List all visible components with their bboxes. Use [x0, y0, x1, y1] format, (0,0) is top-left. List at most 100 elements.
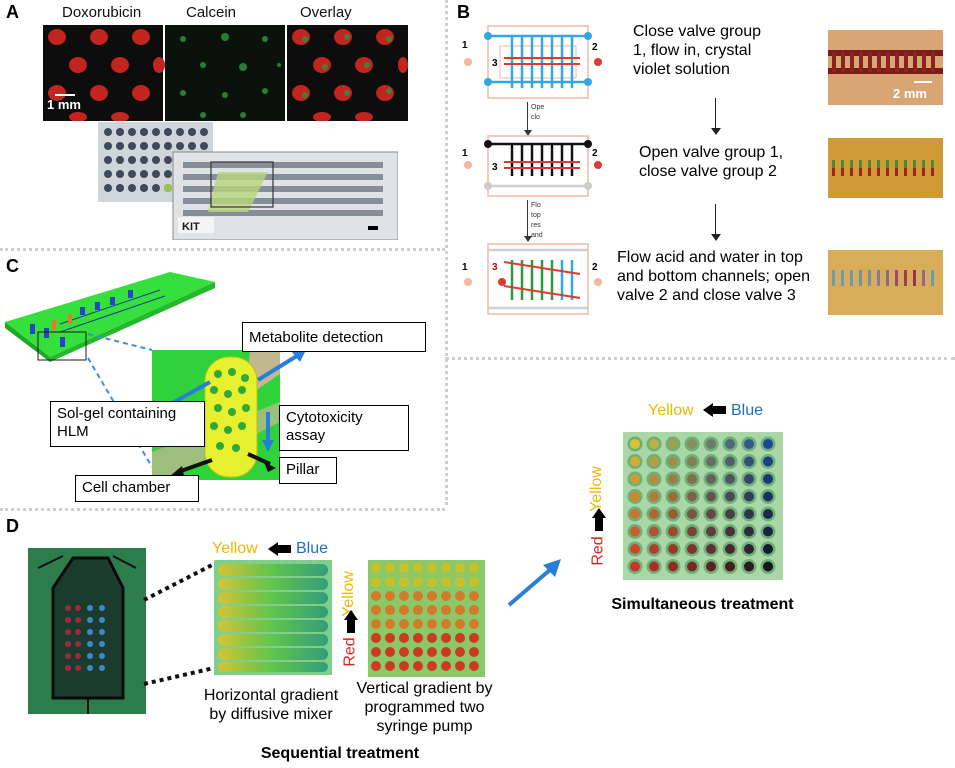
panel-d-label: D: [6, 516, 19, 536]
panel-b-port-1: 1: [462, 40, 468, 51]
sim-well: [744, 526, 754, 537]
sim-well: [706, 491, 716, 502]
panel-b-port-3: 3: [492, 58, 498, 69]
sim-well: [706, 474, 716, 484]
panel-b-note-flo: Flo: [531, 202, 541, 209]
sim-well: [630, 456, 640, 467]
panel-b-step-2-text: Open valve group 1, close valve group 2: [639, 144, 784, 180]
sim-well: [687, 474, 697, 484]
panel-b-port-1b: 1: [462, 148, 468, 159]
sim-well: [649, 526, 659, 537]
sim-well: [687, 456, 697, 467]
sim-well: [763, 491, 773, 502]
panel-b-step-arrow-1: [715, 98, 716, 130]
panel-b-photo-1: [828, 30, 943, 105]
panel-b-note-top: top: [531, 212, 541, 219]
panel-b-note-clo: clo: [531, 114, 540, 121]
separator-vertical: [445, 0, 448, 505]
sim-well: [687, 544, 697, 554]
panel-d-vertical-label-2: Yellow Red: [588, 452, 610, 582]
panel-b-label: B: [457, 2, 470, 22]
panel-d-up-arrow-1: [344, 610, 358, 620]
sim-well: [649, 491, 659, 502]
panel-b-note-res: res: [531, 222, 541, 229]
sim-well: [725, 526, 735, 537]
panel-d-left-arrow-1: [268, 542, 278, 556]
panel-b-note-ope: Ope: [531, 104, 545, 111]
sim-well: [763, 439, 773, 449]
panel-b-down-arrowhead-1: [524, 130, 532, 136]
panel-c-callout-solgel: Sol-gel containing HLM: [50, 401, 205, 447]
panel-d-up-arrow-1-shaft: [347, 619, 355, 633]
panel-d-blue-label-2: Blue: [731, 402, 764, 419]
sim-well: [763, 474, 773, 484]
sim-well: [725, 491, 735, 502]
panel-d-yellow-label-1: Yellow: [212, 540, 258, 557]
panel-d-red-vertical-2: Red: [589, 536, 607, 566]
sim-well: [630, 544, 640, 554]
sim-well: [649, 474, 659, 484]
panel-b-step-arrowhead-2: [711, 234, 721, 241]
sim-well: [744, 439, 754, 449]
sim-well: [630, 526, 640, 537]
panel-b-port-1c: 1: [462, 262, 468, 273]
panel-a-kit-logo: KIT: [182, 221, 200, 233]
panel-a-header-overlay: Overlay: [300, 4, 352, 21]
panel-c-chip-illustration: [5, 272, 306, 480]
sim-well: [668, 474, 678, 484]
panel-d-simultaneous-grid: [623, 432, 783, 580]
sim-well: [649, 561, 659, 572]
panel-d-red-vertical-1: Red: [341, 637, 359, 667]
panel-d-blue-label-1: Blue: [296, 540, 329, 557]
panel-d-device-photo: [28, 548, 146, 714]
panel-b-scale-label: 2 mm: [893, 86, 927, 101]
sim-well: [706, 509, 716, 519]
sim-well: [763, 561, 773, 572]
sim-well: [744, 491, 754, 502]
panel-d-vertical-gradient-grid: [368, 560, 485, 677]
panel-b-down-arrowhead-2: [524, 236, 532, 242]
panel-d-vertical-caption: Vertical gradient by programmed two syri…: [356, 680, 493, 735]
panel-d-zoom-lines: [143, 562, 215, 686]
separator-b-right: [445, 357, 955, 360]
panel-b-photo-2: [828, 138, 943, 198]
sim-well: [687, 439, 697, 449]
panel-d-simultaneous-caption: Simultaneous treatment: [611, 596, 794, 613]
sim-well: [725, 474, 735, 484]
panel-b-port-3c: 3: [492, 262, 498, 273]
sim-well: [649, 509, 659, 519]
panel-b-port-2c: 2: [592, 262, 598, 273]
sim-well: [706, 526, 716, 537]
panel-d-left-arrow-1-shaft: [277, 545, 291, 553]
sim-well: [687, 491, 697, 502]
panel-d-left-arrow-2-shaft: [712, 406, 726, 414]
separator-a-c: [0, 248, 445, 251]
sim-well: [630, 561, 640, 572]
panel-b-port-2b: 2: [592, 148, 598, 159]
panel-a-header-calcein: Calcein: [186, 4, 237, 21]
sim-well: [763, 456, 773, 467]
sim-well: [706, 456, 716, 467]
sim-well: [744, 561, 754, 572]
sim-well: [649, 439, 659, 449]
panel-b-step-arrowhead-1: [711, 128, 721, 135]
panel-b-down-arrow-2: [527, 200, 528, 240]
sim-well: [668, 456, 678, 467]
panel-d-up-arrow-2: [592, 508, 606, 518]
panel-c-callout-chamber: Cell chamber: [75, 475, 199, 502]
panel-b-chip-schematic-2: 1 3 2: [462, 135, 602, 197]
sim-well: [630, 474, 640, 484]
panel-d-horizontal-gradient-grid: [214, 560, 332, 675]
sim-well: [668, 561, 678, 572]
panel-b-step-1-text: Close valve group 1, flow in, crystal vi…: [633, 23, 762, 78]
sim-well: [649, 456, 659, 467]
sim-well: [668, 544, 678, 554]
sim-well: [630, 439, 640, 449]
panel-d-yellow-vertical-2: Yellow: [587, 466, 605, 512]
panel-b-port-2: 2: [592, 42, 598, 53]
sim-well: [706, 561, 716, 572]
panel-c-label: C: [6, 256, 19, 276]
panel-d-up-arrow-2-shaft: [595, 517, 603, 531]
sim-well: [744, 456, 754, 467]
panel-a-fluorescence-strip: [43, 25, 408, 121]
